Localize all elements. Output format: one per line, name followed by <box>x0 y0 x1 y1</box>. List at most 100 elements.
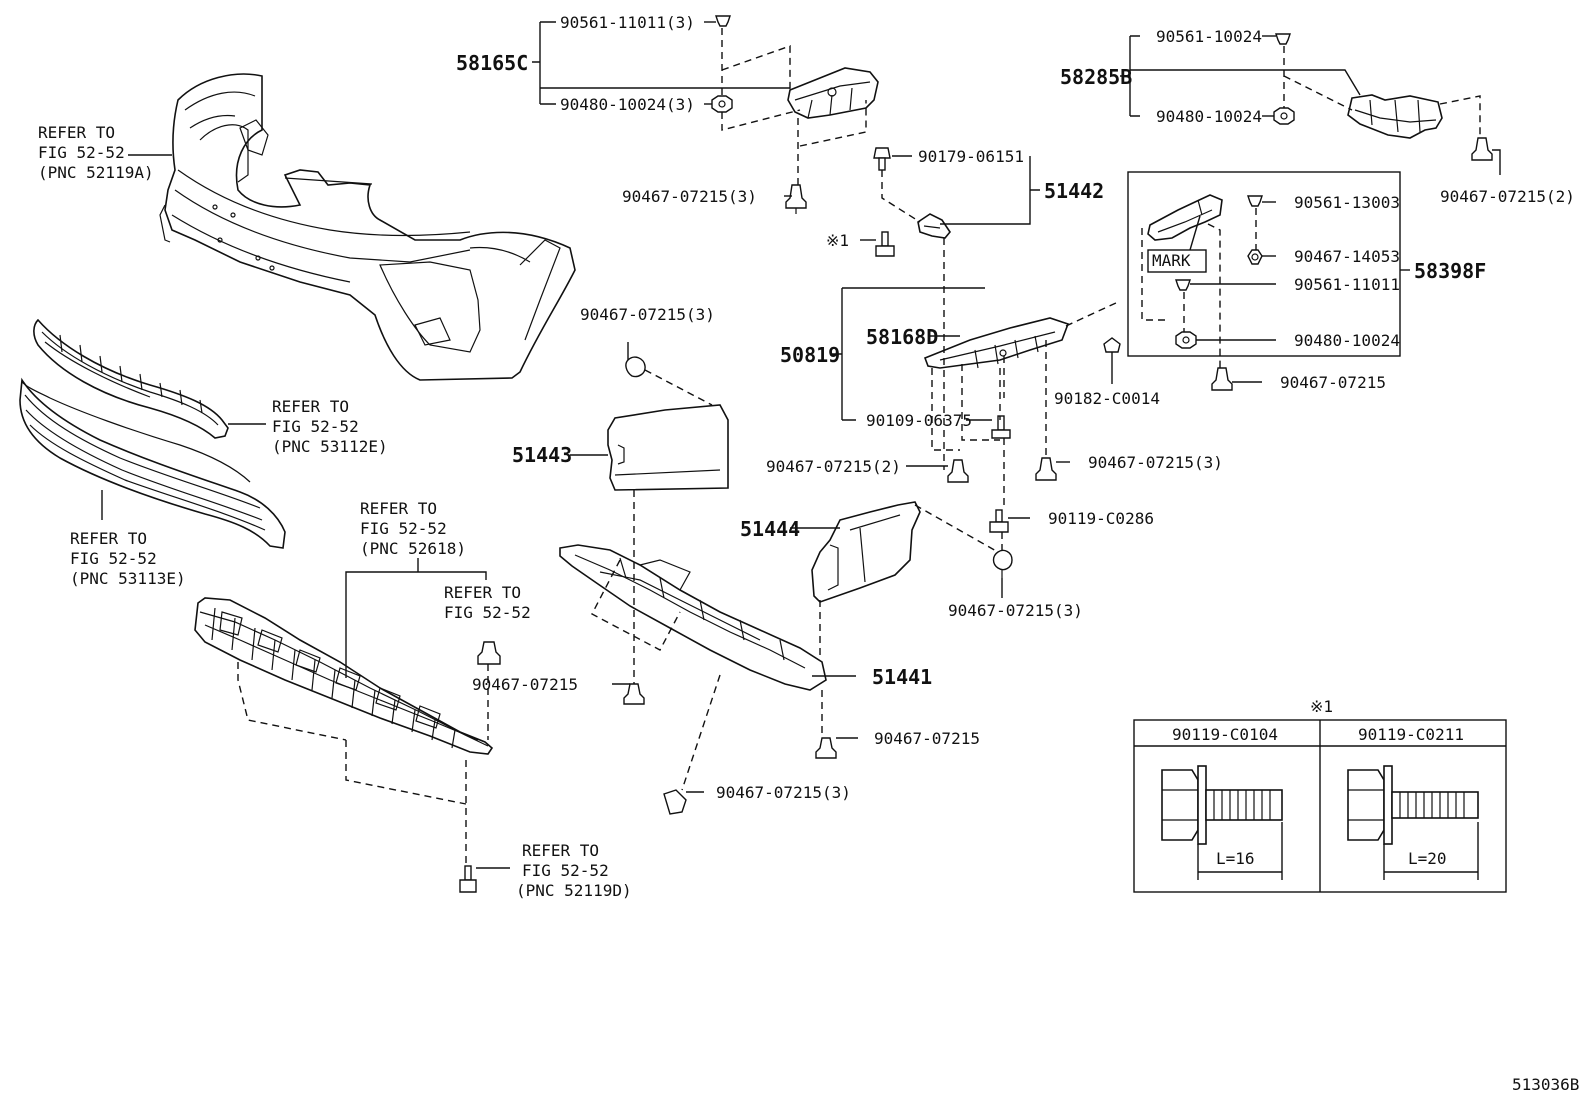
label-refer-52119d-3: (PNC 52119D) <box>516 881 632 900</box>
under-cover-51441-drawing <box>559 544 827 691</box>
bracket-58398f-drawing <box>1147 194 1223 241</box>
note-table-col-2: 90119-C0211 <box>1358 725 1464 744</box>
clip-90561-13003-icon <box>1247 195 1263 207</box>
label-90467-14053: 90467-14053 <box>1294 247 1400 266</box>
label-refer-fig-2: FIG 52-52 <box>444 603 531 622</box>
label-58285b: 58285B <box>1060 65 1132 89</box>
label-51441: 51441 <box>872 665 932 689</box>
clip-90467-07215-3-f-icon <box>625 356 646 378</box>
clip-90467-07215-3-e-icon <box>663 789 687 815</box>
label-refer-53113e-2: FIG 52-52 <box>70 549 157 568</box>
label-90467-07215-3-a: 90467-07215(3) <box>622 187 757 206</box>
label-refer-52119d-1: REFER TO <box>522 841 599 860</box>
label-90467-07215-d: 90467-07215 <box>874 729 980 748</box>
note-table-length-1: L=16 <box>1216 849 1255 868</box>
clip-90467-07215-b-icon <box>1211 367 1233 391</box>
label-90467-07215-3-e: 90467-07215(3) <box>716 783 851 802</box>
label-refer-52119a-3: (PNC 52119A) <box>38 163 154 182</box>
label-58398f: 58398F <box>1414 259 1486 283</box>
nut-90480-10024-a-icon <box>1273 107 1295 125</box>
label-90561-10024: 90561-10024 <box>1156 27 1262 46</box>
label-90109-06375: 90109-06375 <box>866 411 972 430</box>
label-90561-13003: 90561-13003 <box>1294 193 1400 212</box>
clip-90182-c0014-icon <box>1103 337 1121 353</box>
lower-spoiler-drawing <box>194 597 494 755</box>
refer-fig-clip-icon <box>477 641 501 665</box>
note-table-length-2: L=20 <box>1408 849 1447 868</box>
bolt-90179-06151-icon <box>873 147 891 171</box>
note-table: ※1 90119-C0104 90119-C0211 L=16 L=20 <box>1133 697 1507 893</box>
label-90480-10024-a: 90480-10024 <box>1156 107 1262 126</box>
label-refer-52618-2: FIG 52-52 <box>360 519 447 538</box>
label-refer-53112e-2: FIG 52-52 <box>272 417 359 436</box>
label-refer-53113e-1: REFER TO <box>70 529 147 548</box>
label-refer-53112e-3: (PNC 53112E) <box>272 437 388 456</box>
label-90179-06151: 90179-06151 <box>918 147 1024 166</box>
label-51442: 51442 <box>1044 179 1104 203</box>
label-90480-10024-b: 90480-10024 <box>1294 331 1400 350</box>
label-90467-07215-b: 90467-07215 <box>1280 373 1386 392</box>
label-refer-fig-1: REFER TO <box>444 583 521 602</box>
install-lines <box>237 28 1481 866</box>
bolt-90119-c0104-drawing <box>1161 765 1283 880</box>
bracket-58285b-drawing <box>1347 94 1443 139</box>
part-labels: 58165C 90561-11011(3) 90480-10024(3) 904… <box>38 13 1579 1094</box>
clip-90467-07215-2-a-icon <box>1471 137 1493 161</box>
note-table-col-1: 90119-C0104 <box>1172 725 1278 744</box>
label-refer-53113e-3: (PNC 53113E) <box>70 569 186 588</box>
label-50819: 50819 <box>780 343 840 367</box>
label-refer-53112e-1: REFER TO <box>272 397 349 416</box>
front-bumper-cover-drawing <box>159 73 576 381</box>
clip-90467-07215-d-icon <box>815 737 837 759</box>
bracket-51442-drawing <box>917 213 951 239</box>
clip-90561-11011-icon <box>1175 279 1191 291</box>
bolt-90119-c0211-drawing <box>1347 765 1479 880</box>
label-refer-52119a-1: REFER TO <box>38 123 115 142</box>
label-58165c: 58165C <box>456 51 528 75</box>
shield-51443-drawing <box>607 404 729 491</box>
label-51443: 51443 <box>512 443 572 467</box>
bolt-note1-icon <box>875 231 895 257</box>
label-refer-52119a-2: FIG 52-52 <box>38 143 125 162</box>
label-mark: MARK <box>1152 251 1191 270</box>
bracket-58165c-drawing <box>787 67 879 119</box>
label-90182-c0014: 90182-C0014 <box>1054 389 1160 408</box>
label-90467-07215-2-a: 90467-07215(2) <box>1440 187 1575 206</box>
clip-90561-10024-icon <box>1275 33 1291 45</box>
clip-90467-14053-icon <box>1247 249 1263 265</box>
label-90467-07215-2-b: 90467-07215(2) <box>766 457 901 476</box>
nut-90480-10024-b-icon <box>1175 331 1197 349</box>
label-90467-07215-3-b: 90467-07215(3) <box>580 305 715 324</box>
note-table-title: ※1 <box>1310 697 1333 716</box>
label-note1-bolt: ※1 <box>826 231 849 250</box>
label-58168d: 58168D <box>866 325 938 349</box>
leader-lines <box>101 21 1501 869</box>
clip-90467-07215-3-d-icon <box>992 549 1013 578</box>
label-refer-52119d-2: FIG 52-52 <box>522 861 609 880</box>
clip-90467-07215-3-a-icon <box>785 184 807 214</box>
label-refer-52618-1: REFER TO <box>360 499 437 518</box>
label-90467-07215-3-c: 90467-07215(3) <box>1088 453 1223 472</box>
label-51444: 51444 <box>740 517 800 541</box>
shield-51444-drawing <box>811 501 921 603</box>
label-90467-07215-3-d: 90467-07215(3) <box>948 601 1083 620</box>
clip-90467-07215-c-icon <box>623 683 645 705</box>
bolt-90119-c0286-icon <box>989 509 1009 533</box>
label-90561-11011-3: 90561-11011(3) <box>560 13 695 32</box>
label-90480-10024-3: 90480-10024(3) <box>560 95 695 114</box>
bolt-90109-06375-icon <box>991 415 1011 439</box>
upper-grille-drawing <box>33 318 229 439</box>
label-90467-07215-c: 90467-07215 <box>472 675 578 694</box>
fasteners <box>459 15 1493 893</box>
label-90561-11011: 90561-11011 <box>1294 275 1400 294</box>
nut-90480-10024-3-icon <box>711 95 733 113</box>
lower-grille-drawing <box>19 377 286 549</box>
clip-90467-07215-2-b-icon <box>947 459 969 483</box>
clip-90561-11011-3-icon <box>715 15 731 27</box>
label-refer-52618-3: (PNC 52618) <box>360 539 466 558</box>
diagram-id: 513036B <box>1512 1075 1579 1094</box>
bolt-52119d-icon <box>459 865 477 893</box>
clip-90467-07215-3-c-icon <box>1035 457 1057 481</box>
label-90119-c0286: 90119-C0286 <box>1048 509 1154 528</box>
